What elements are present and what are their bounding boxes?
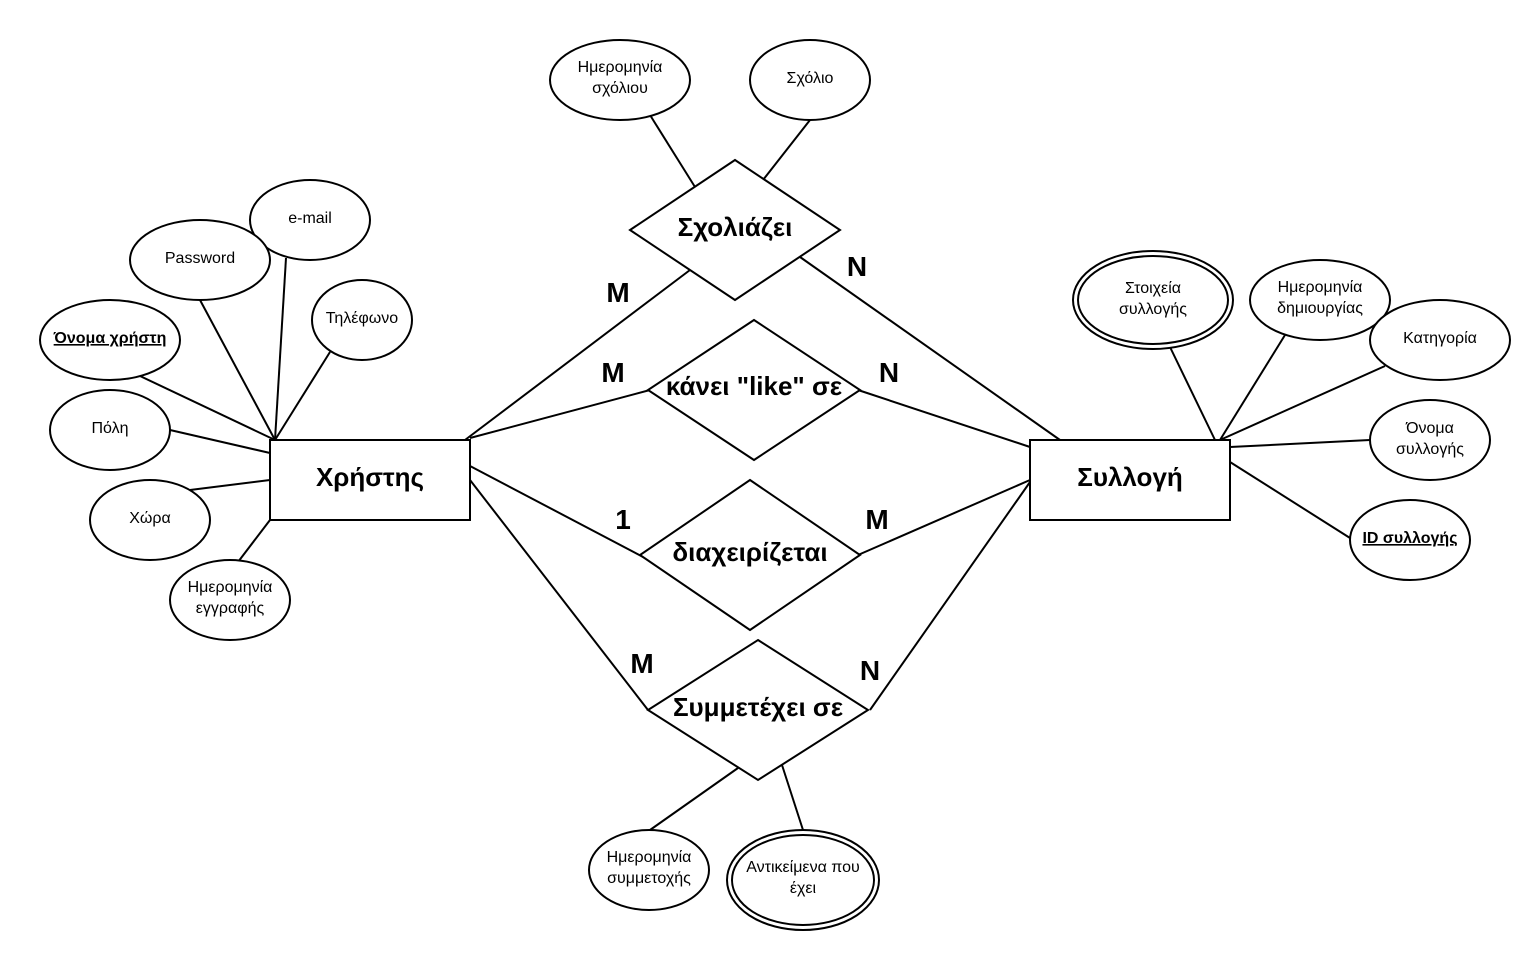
attribute-participation-date: Ημερομηνία συμμετοχής — [588, 829, 710, 911]
attribute-username: Όνομα χρήστη — [39, 299, 181, 381]
svg-text:Ημερομηνία: Ημερομηνία — [188, 579, 273, 596]
attribute-comment-date: Ημερομηνία σχόλιου — [549, 39, 691, 121]
relationship-comments-label: Σχολιάζει — [678, 212, 793, 242]
svg-text:Όνομα χρήστη: Όνομα χρήστη — [53, 330, 167, 347]
cardinality-likes-user: M — [601, 357, 624, 388]
connector-lines — [139, 114, 1386, 831]
attribute-creation-date: Ημερομηνία δημιουργίας — [1249, 259, 1391, 341]
relationship-participates: Συμμετέχει σε — [646, 638, 870, 782]
svg-text:Κατηγορία: Κατηγορία — [1403, 330, 1477, 347]
svg-text:σχόλιου: σχόλιου — [592, 80, 648, 97]
svg-text:συμμετοχής: συμμετοχής — [607, 870, 691, 887]
attribute-category: Κατηγορία — [1369, 299, 1511, 381]
attribute-registration-date: Ημερομηνία εγγραφής — [169, 559, 291, 641]
cardinality-participates-collection: N — [860, 655, 880, 686]
relationship-participates-label: Συμμετέχει σε — [673, 692, 843, 722]
svg-text:Αντικείμενα που: Αντικείμενα που — [746, 859, 859, 876]
svg-text:Χώρα: Χώρα — [129, 510, 171, 527]
entity-user-label: Χρήστης — [316, 462, 424, 492]
entity-collection: Συλλογή — [1029, 439, 1231, 521]
relationship-comments: Σχολιάζει — [628, 158, 842, 302]
attribute-collection-id: ID συλλογής — [1349, 499, 1471, 581]
relationship-manages-label: διαχειρίζεται — [672, 537, 827, 567]
svg-text:e-mail: e-mail — [288, 210, 332, 227]
attribute-collection-name: Όνομα συλλογής — [1369, 399, 1491, 481]
svg-text:Password: Password — [165, 250, 235, 267]
cardinality-likes-collection: N — [879, 357, 899, 388]
svg-text:Τηλέφωνο: Τηλέφωνο — [326, 310, 399, 327]
cardinality-comments-user: M — [606, 277, 629, 308]
svg-text:Πόλη: Πόλη — [91, 420, 128, 437]
relationship-likes-label: κάνει "like" σε — [666, 371, 842, 401]
relationship-likes: κάνει "like" σε — [646, 318, 862, 462]
cardinality-manages-user: 1 — [615, 504, 631, 535]
entity-user: Χρήστης — [269, 439, 471, 521]
svg-text:δημιουργίας: δημιουργίας — [1277, 300, 1363, 317]
attribute-city: Πόλη — [49, 389, 171, 471]
cardinality-participates-user: M — [630, 648, 653, 679]
svg-text:Ημερομηνία: Ημερομηνία — [607, 849, 692, 866]
svg-text:Ημερομηνία: Ημερομηνία — [1278, 279, 1363, 296]
svg-text:Σχόλιο: Σχόλιο — [787, 70, 834, 87]
cardinality-labels: M N M N 1 M M N — [601, 251, 899, 686]
svg-text:συλλογής: συλλογής — [1119, 301, 1187, 318]
attribute-country: Χώρα — [89, 479, 211, 561]
attribute-phone: Τηλέφωνο — [311, 279, 413, 361]
svg-text:Στοιχεία: Στοιχεία — [1125, 280, 1181, 297]
attribute-comment-text: Σχόλιο — [749, 39, 871, 121]
attribute-collection-details: Στοιχεία συλλογής — [1072, 250, 1234, 350]
attribute-owned-items: Αντικείμενα που έχει — [726, 829, 880, 931]
cardinality-comments-collection: N — [847, 251, 867, 282]
entity-collection-label: Συλλογή — [1077, 462, 1183, 492]
cardinality-manages-collection: M — [865, 504, 888, 535]
svg-text:συλλογής: συλλογής — [1396, 441, 1464, 458]
relationship-manages: διαχειρίζεται — [638, 478, 862, 632]
attribute-password: Password — [129, 219, 271, 301]
svg-text:Όνομα: Όνομα — [1405, 420, 1454, 437]
svg-text:έχει: έχει — [790, 880, 817, 897]
svg-text:ID συλλογής: ID συλλογής — [1362, 530, 1457, 547]
attribute-email: e-mail — [249, 179, 371, 261]
svg-text:εγγραφής: εγγραφής — [196, 600, 265, 617]
svg-text:Ημερομηνία: Ημερομηνία — [578, 59, 663, 76]
